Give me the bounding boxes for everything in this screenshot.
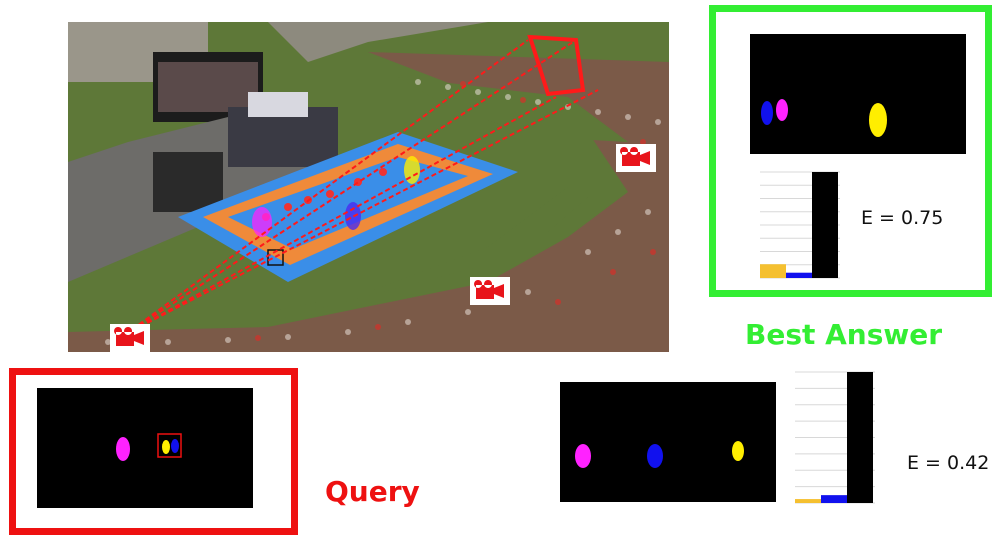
candidate-view [560, 382, 776, 502]
camera-icon [616, 144, 656, 172]
crowd-red-shirts [255, 81, 656, 341]
crowd-texture [105, 79, 661, 345]
histogram-bar-blue [786, 272, 812, 278]
best-answer-label: Best Answer [745, 318, 943, 351]
yellow-subject [404, 156, 420, 184]
histogram-bar-yellow [795, 499, 821, 503]
blue-blob [761, 101, 773, 125]
query-view [37, 388, 253, 508]
histogram-bar-blue [821, 495, 847, 503]
blue-blob [647, 444, 663, 468]
back-structure [68, 22, 488, 62]
truss [153, 152, 223, 212]
magenta-blob [776, 99, 788, 121]
candidate-energy-label: E = 0.42 [907, 452, 990, 474]
best-answer-view [750, 34, 966, 154]
query-frame [9, 368, 298, 535]
stage-banner [248, 92, 308, 117]
best-histogram [760, 171, 840, 279]
best-energy-label: E = 0.75 [861, 207, 944, 229]
video-screen-content [158, 62, 258, 112]
histogram-bar-black [812, 172, 838, 278]
yellow-blob [732, 441, 744, 461]
projection-rays [125, 39, 599, 335]
magenta-subject [252, 207, 272, 237]
stadium-scene-image [68, 22, 669, 352]
grass-foreground [218, 187, 588, 322]
best-answer-frame [709, 5, 992, 297]
blue-subject [345, 202, 361, 230]
query-target-box [157, 433, 182, 458]
yellow-blob [162, 440, 170, 454]
camera-icon [470, 277, 510, 305]
magenta-blob [116, 437, 130, 461]
query-label: Query [325, 475, 420, 508]
blue-blob [171, 439, 179, 453]
yellow-blob [869, 103, 887, 137]
magenta-blob [575, 444, 591, 468]
camera-icon [110, 324, 150, 352]
target-box [267, 249, 284, 266]
histogram-bar-yellow [760, 264, 786, 278]
image-plane [527, 34, 586, 97]
histogram-bar-black [847, 372, 873, 503]
candidate-histogram [795, 371, 875, 504]
crowd [68, 52, 669, 352]
